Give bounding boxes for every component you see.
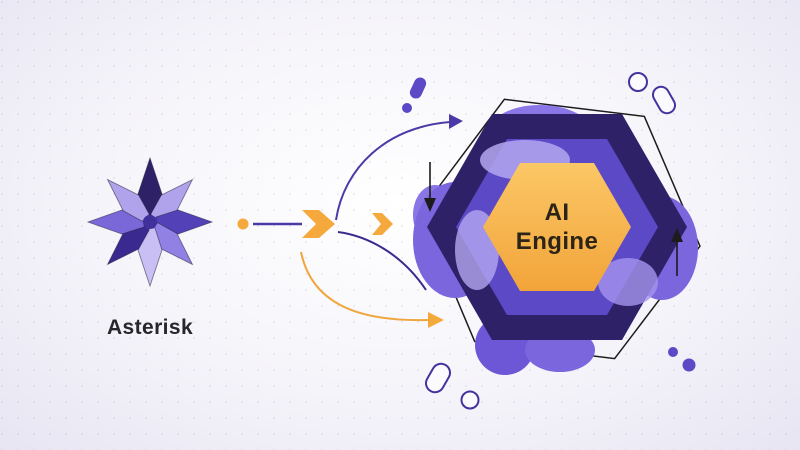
chevron-arrow-icon	[302, 210, 335, 238]
down-arrowhead-icon	[424, 198, 436, 212]
deco-dot	[402, 103, 412, 113]
curve-connector-top	[335, 121, 451, 221]
deco-dot	[682, 358, 696, 372]
asterisk-hub	[143, 215, 157, 229]
deco-outline-pill	[652, 85, 676, 115]
sketch-arrows	[424, 162, 683, 276]
inner-blob	[598, 258, 658, 306]
asterisk-logo-icon	[86, 156, 214, 288]
deco-outline-circle	[460, 390, 480, 410]
decorative-shapes	[402, 72, 696, 410]
small-chevron-arrow-icon	[372, 213, 393, 235]
curve-connector-down	[337, 231, 427, 291]
up-arrowhead-icon	[671, 228, 683, 242]
deco-dot	[668, 347, 678, 357]
core-hexagon	[483, 163, 631, 291]
curve-arrowhead-top-icon	[449, 114, 463, 129]
engine-label-line2: Engine	[516, 228, 598, 255]
flow-dot-icon	[237, 218, 249, 230]
engine-label-line1: AI	[545, 199, 570, 226]
deco-outline-pill	[425, 362, 451, 394]
source-label: Asterisk	[107, 316, 193, 339]
deco-pill	[409, 77, 427, 99]
curve-arrowhead-orange-icon	[428, 312, 444, 328]
deco-outline-circle	[628, 72, 648, 92]
curve-connector-orange	[300, 251, 429, 322]
hexagon-stack: AI Engine	[427, 114, 687, 340]
